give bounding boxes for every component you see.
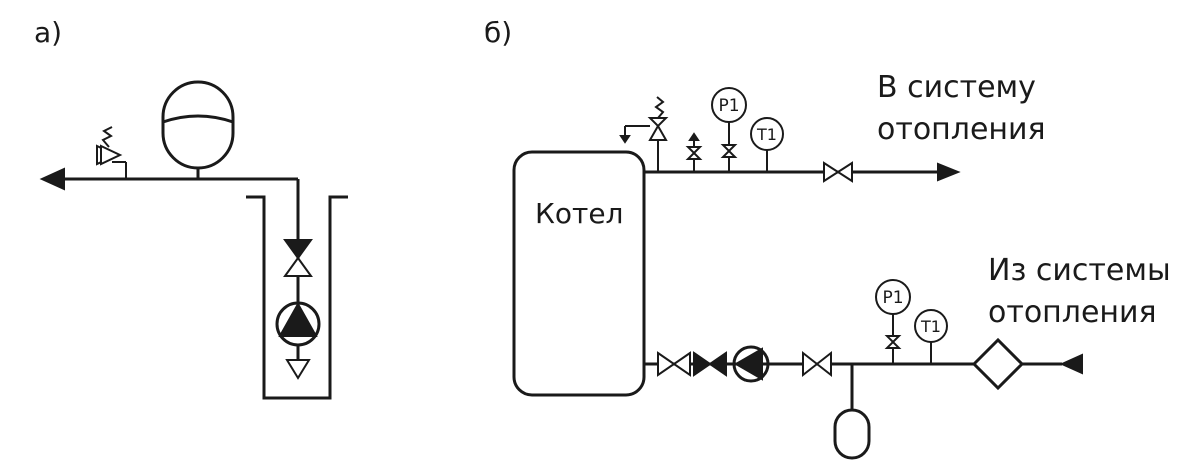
supply-air-vent xyxy=(685,132,703,172)
panel-a-well xyxy=(246,195,348,400)
return-filter xyxy=(971,337,1025,391)
supply-thermometer-label: T1 xyxy=(756,125,777,144)
panel-a-suction-filter xyxy=(285,359,311,380)
return-source-line2: отопления xyxy=(988,295,1157,330)
panel-a-safety-valve xyxy=(96,126,127,179)
supply-thermometer: T1 xyxy=(750,117,784,172)
return-inlet-arrow xyxy=(1059,353,1083,375)
supply-outlet-arrow xyxy=(937,162,961,182)
panel-a-label: а) xyxy=(34,16,62,49)
panel-a: а) xyxy=(34,16,348,400)
panel-a-pump xyxy=(275,301,321,347)
return-expansion-vessel xyxy=(833,364,871,460)
supply-pressure-gauge-label: P1 xyxy=(718,96,739,116)
return-source-line1: Из системы xyxy=(988,253,1171,288)
return-pump xyxy=(732,345,770,383)
supply-pressure-gauge: P1 xyxy=(711,87,747,172)
return-thermometer-label: T1 xyxy=(920,317,941,336)
supply-gate-valve xyxy=(823,161,853,183)
boiler-safety-valve xyxy=(619,96,669,172)
panel-a-expansion-vessel xyxy=(161,80,235,179)
panel-a-check-valve xyxy=(283,239,313,277)
return-pressure-gauge-label: P1 xyxy=(882,288,903,308)
panel-b-label: б) xyxy=(484,16,512,49)
boiler-label: Котел xyxy=(535,197,623,230)
panel-a-outlet-arrow xyxy=(39,167,65,191)
boiler xyxy=(512,150,646,397)
return-pressure-gauge: P1 xyxy=(875,279,911,364)
return-gate-valve-boiler xyxy=(657,351,691,377)
return-check-valve xyxy=(693,351,727,377)
supply-destination-line2: отопления xyxy=(877,112,1046,147)
supply-destination-line1: В систему xyxy=(877,70,1036,105)
panel-b: б) Котел xyxy=(484,16,1171,460)
return-gate-valve-pump xyxy=(802,350,832,378)
return-thermometer: T1 xyxy=(914,309,948,364)
